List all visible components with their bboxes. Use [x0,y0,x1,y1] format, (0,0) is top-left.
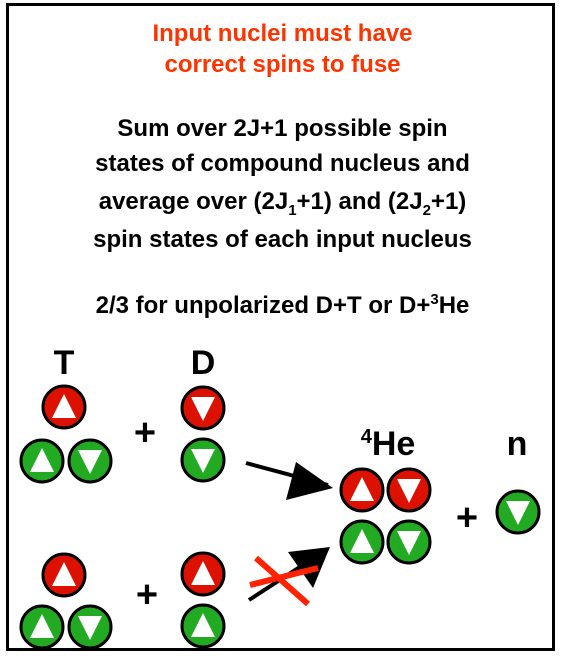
tritium-proton-lower [41,552,87,598]
allowed-reaction-arrowhead [286,462,333,500]
spin-up-icon [52,394,76,418]
spin-factor-text: 2/3 for unpolarized D+T or D+3He [95,291,470,319]
helium-proton-2 [386,467,432,513]
spin-down-icon [191,397,215,421]
explanation-line-2: states of compound nucleus and [95,150,470,177]
tritium-neutron-2 [67,438,113,484]
tritium-neutron-1 [19,438,65,484]
spin-down-icon [506,501,530,525]
deuterium-neutron-lower [180,603,226,649]
deuterium-label: D [191,344,216,382]
tritium-label: T [54,344,75,382]
diagram-frame [6,3,555,651]
deuterium-neutron [180,437,226,483]
spin-up-icon [30,614,54,638]
spin-down-icon [397,479,421,503]
helium-neutron-2 [386,519,432,565]
spin-up-icon [30,448,54,472]
spin-down-icon [78,616,102,640]
plus-sign-bottom: + [136,574,158,616]
title-line-1: Input nuclei must have [152,20,413,47]
deuterium-proton [180,385,226,431]
spin-down-icon [191,449,215,473]
helium-proton-1 [339,467,385,513]
explanation-line-1: Sum over 2J+1 possible spin [117,115,448,142]
spin-up-icon [52,562,76,586]
spin-up-icon [191,561,215,585]
tritium-proton [41,384,87,430]
free-neutron [495,489,541,535]
spin-down-icon [78,450,102,474]
explanation-line-3: average over (2J1+1) and (2J2+1) [98,188,467,219]
helium4-label: 4He [361,425,416,463]
explanation-line-4: spin states of each input nucleus [93,226,472,253]
helium-neutron-1 [339,519,385,565]
cross-mark-stroke-1 [254,555,310,607]
title-line-2: correct spins to fuse [164,51,401,78]
tritium-neutron-lower-1 [19,604,65,650]
plus-sign-product: + [456,497,478,539]
plus-sign-top: + [134,412,156,454]
spin-up-icon [350,529,374,553]
tritium-neutron-lower-2 [67,604,113,650]
spin-down-icon [397,531,421,555]
neutron-label: n [507,425,528,463]
spin-up-icon [191,613,215,637]
deuterium-proton-lower [180,551,226,597]
cross-mark-stroke-2 [249,565,319,588]
spin-up-icon [350,477,374,501]
